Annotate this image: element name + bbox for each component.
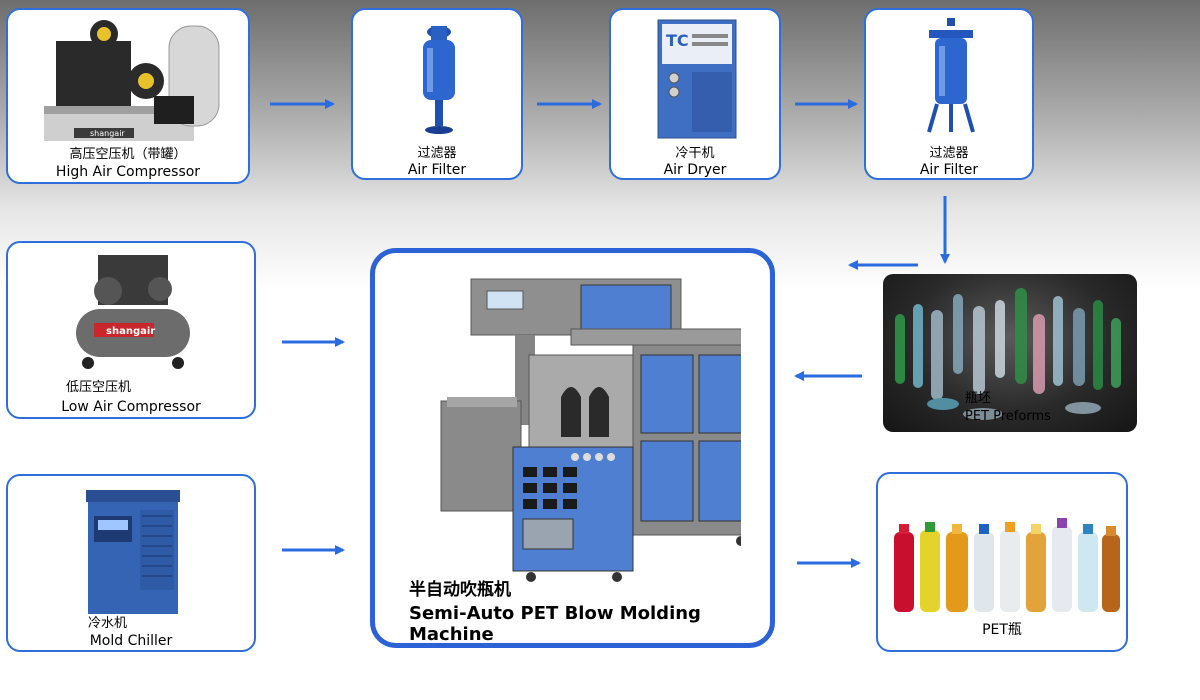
air-dryer-image: TC xyxy=(657,19,737,139)
node-pet-bottles: PET瓶 xyxy=(876,472,1128,652)
high-air-compressor-image: shangair xyxy=(44,20,220,141)
blow-molding-machine-cn-label: 半自动吹瓶机 xyxy=(409,580,511,600)
node-blow-molding-machine: 半自动吹瓶机 Semi-Auto PET Blow Molding Machin… xyxy=(370,248,775,648)
node-low-air-compressor: shangair 低压空压机 Low Air Compressor xyxy=(6,241,256,419)
node-air-filter-1: 过滤器 Air Filter xyxy=(351,8,523,180)
air-filter-2-cn-label: 过滤器 xyxy=(929,146,969,161)
pet-bottles-label: PET瓶 xyxy=(982,622,1022,638)
air-dryer-badge: TC xyxy=(666,31,689,50)
low-air-compressor-cn-label: 低压空压机 xyxy=(66,380,132,395)
air-filter-2-image xyxy=(927,18,975,133)
blow-molding-machine-en-label: Semi-Auto PET Blow Molding Machine xyxy=(409,603,701,645)
pet-preforms-en-label: PET Preforms xyxy=(965,409,1051,424)
node-air-filter-2: 过滤器 Air Filter xyxy=(864,8,1034,180)
low-compressor-brand-logo: shangair xyxy=(106,326,155,337)
low-air-compressor-image: shangair xyxy=(76,255,190,369)
node-mold-chiller: 冷水机 Mold Chiller xyxy=(6,474,256,652)
pet-preforms-image xyxy=(895,288,1121,420)
node-high-air-compressor: shangair 高压空压机（带罐） High Air Compressor xyxy=(6,8,250,184)
mold-chiller-cn-label: 冷水机 xyxy=(88,616,128,631)
node-pet-preforms: 瓶坯 PET Preforms xyxy=(883,274,1137,432)
high-compressor-brand-logo: shangair xyxy=(90,129,125,138)
high-air-compressor-en-label: High Air Compressor xyxy=(55,164,201,180)
air-filter-2-en-label: Air Filter xyxy=(919,162,979,178)
air-dryer-cn-label: 冷干机 xyxy=(675,146,715,161)
high-air-compressor-cn-label: 高压空压机（带罐） xyxy=(69,147,187,162)
air-filter-1-cn-label: 过滤器 xyxy=(417,146,457,161)
pet-bottles-image xyxy=(894,518,1120,612)
mold-chiller-en-label: Mold Chiller xyxy=(89,633,173,649)
node-air-dryer: TC 冷干机 Air Dryer xyxy=(609,8,781,180)
air-dryer-en-label: Air Dryer xyxy=(663,162,727,178)
pet-preforms-cn-label: 瓶坯 xyxy=(965,391,992,406)
air-filter-1-en-label: Air Filter xyxy=(407,162,467,178)
mold-chiller-image xyxy=(86,490,180,614)
blow-molding-machine-image xyxy=(440,278,741,582)
air-filter-1-image xyxy=(423,26,455,134)
low-air-compressor-en-label: Low Air Compressor xyxy=(61,399,201,415)
